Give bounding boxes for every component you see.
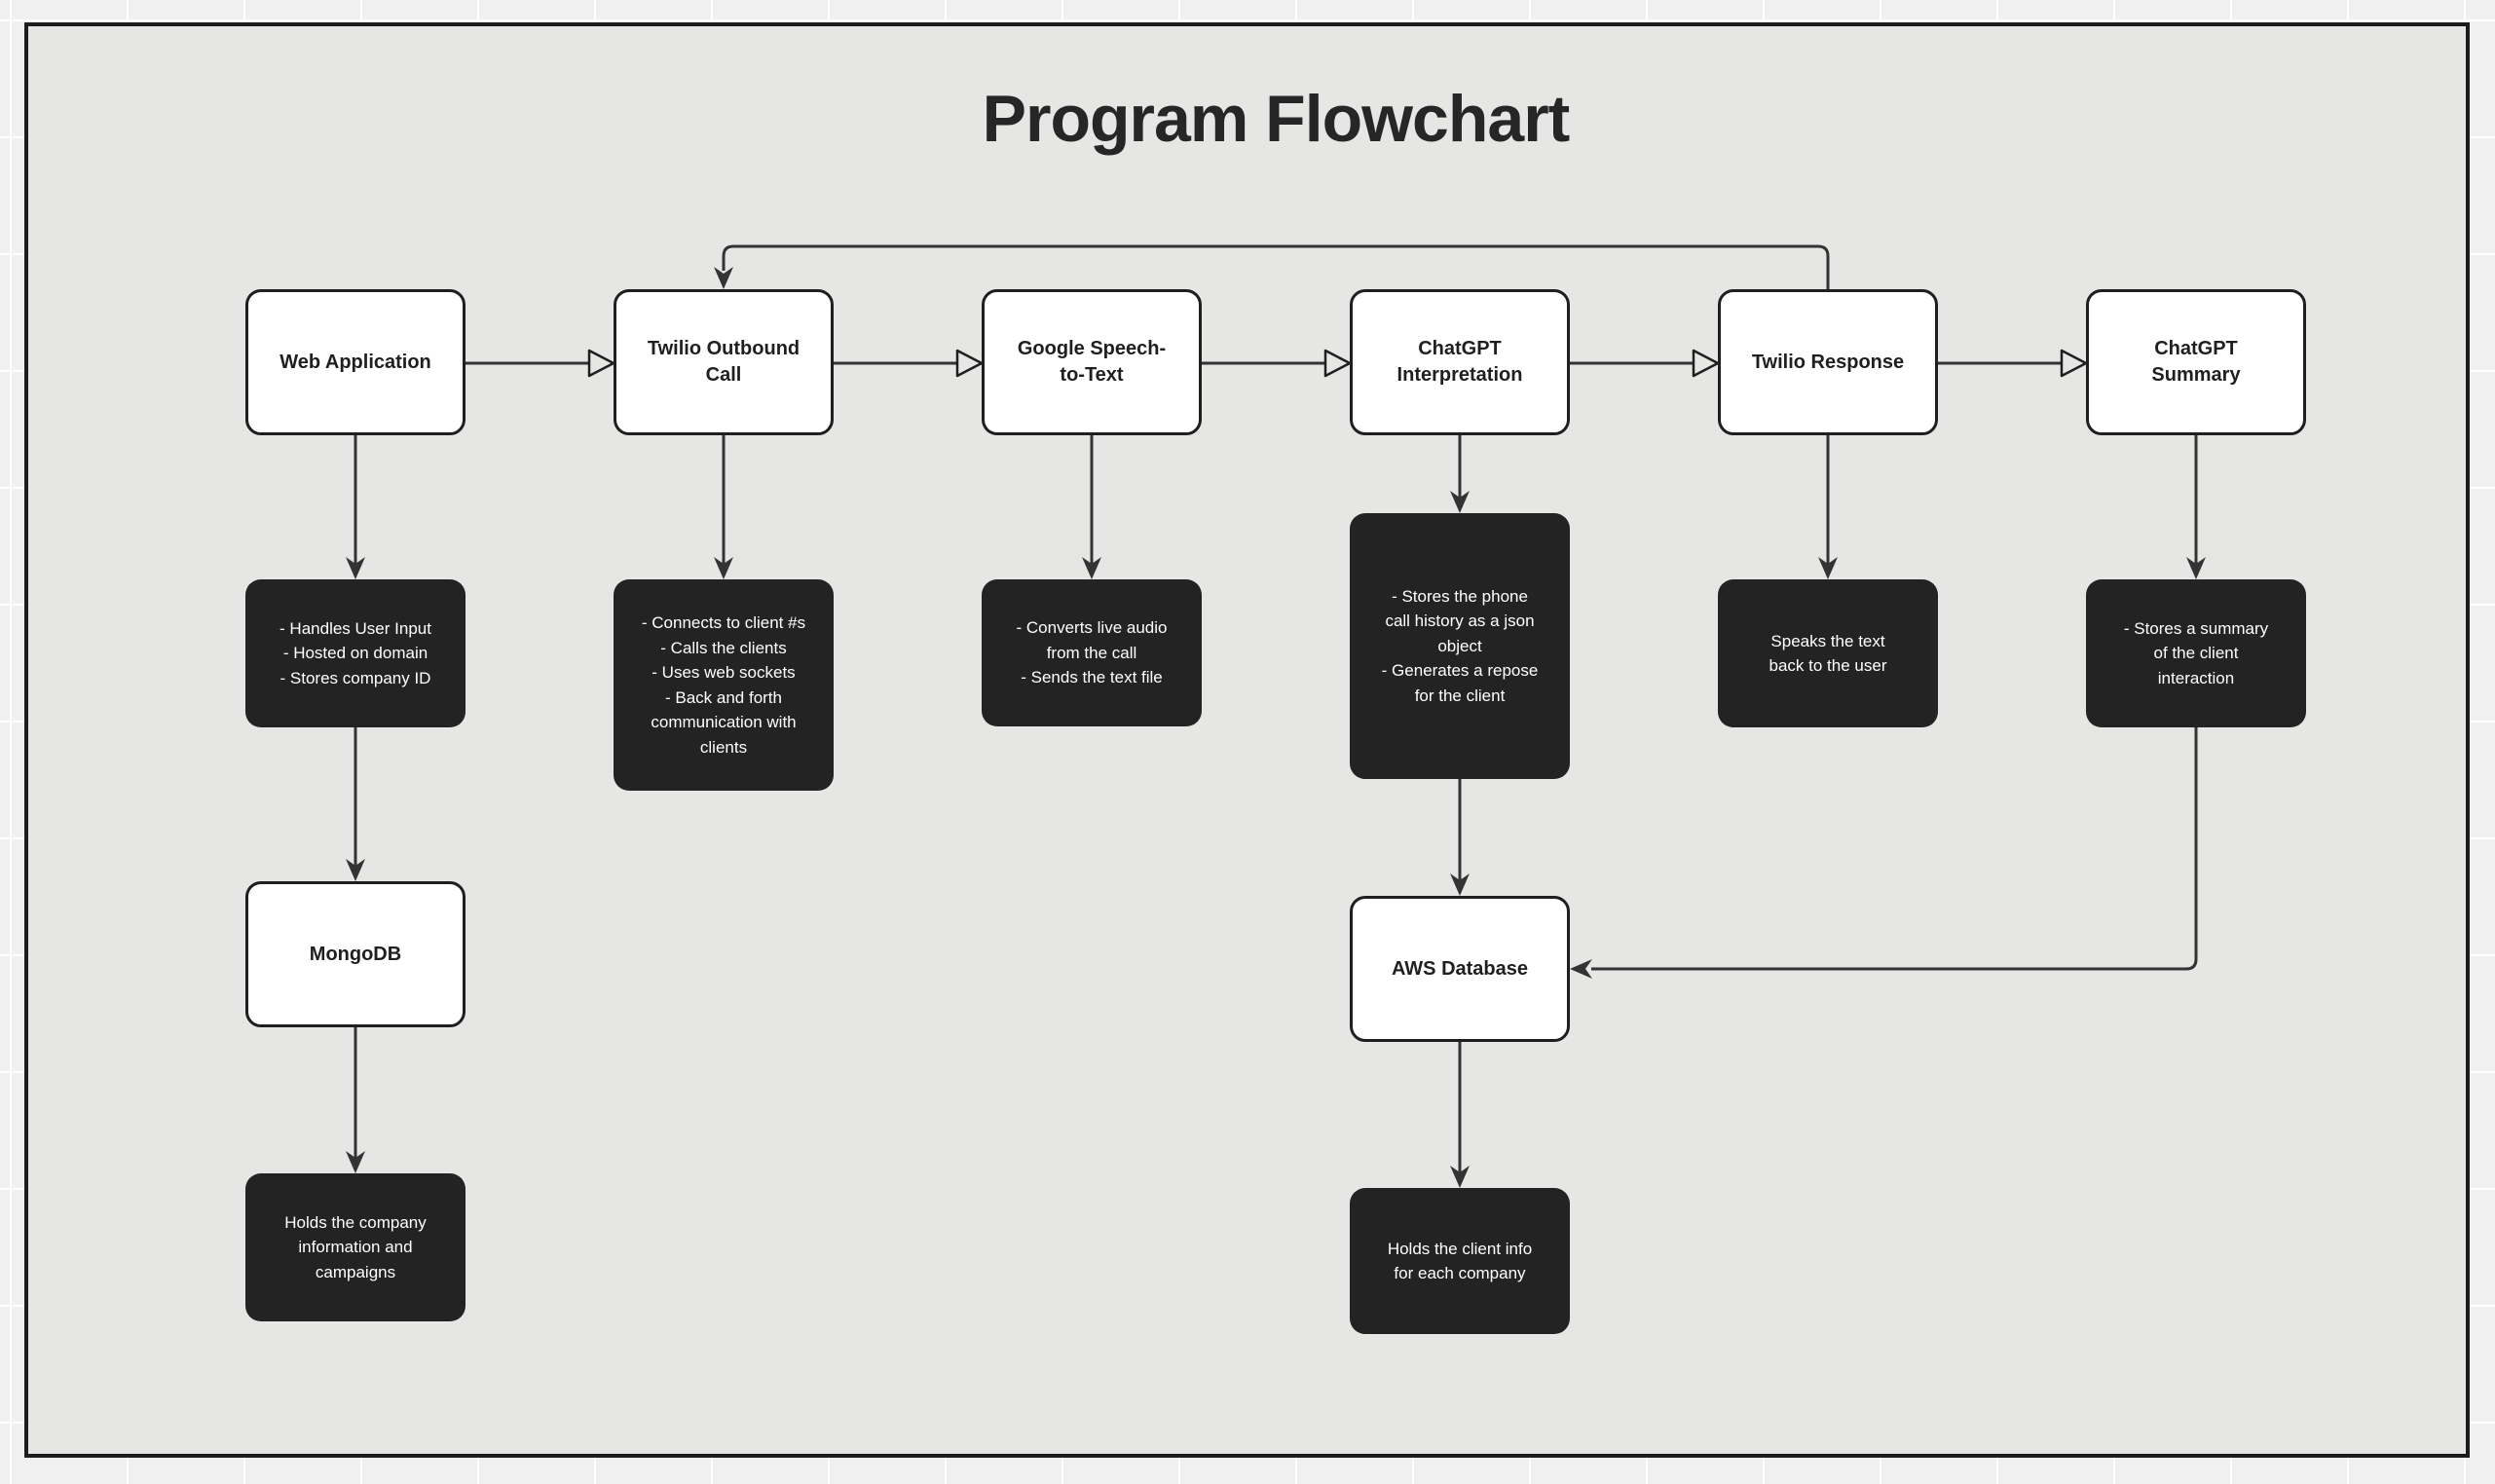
arrowhead-solid xyxy=(346,1151,365,1173)
arrowhead-solid xyxy=(1450,491,1470,513)
arrowhead-hollow xyxy=(587,349,615,378)
arrowhead-hollow xyxy=(955,349,984,378)
arrow-twilioresponse-loop-to-twiliocall xyxy=(722,244,1830,289)
page-title: Program Flowchart xyxy=(982,82,1571,156)
arrowhead-solid xyxy=(1450,1166,1470,1188)
arrowhead-solid xyxy=(714,267,733,289)
arrowhead-hollow xyxy=(1323,349,1352,378)
arrowhead-solid xyxy=(714,557,733,579)
node-twilio-response[interactable]: Twilio Response xyxy=(1718,289,1938,435)
arrowhead-hollow xyxy=(1692,349,1720,378)
arrowhead-solid xyxy=(346,557,365,579)
arrowhead-solid xyxy=(1570,959,1592,979)
arrowhead-solid xyxy=(2186,557,2206,579)
arrowhead-solid xyxy=(1082,557,1101,579)
node-twilio-outbound-call-notes[interactable]: - Connects to client #s- Calls the clien… xyxy=(614,579,834,791)
node-aws-database[interactable]: AWS Database xyxy=(1350,896,1570,1042)
node-mongodb[interactable]: MongoDB xyxy=(245,881,465,1027)
arrowhead-solid xyxy=(346,859,365,881)
node-web-application-notes[interactable]: - Handles User Input- Hosted on domain- … xyxy=(245,579,465,727)
arrow-summarynotes-to-aws xyxy=(1591,727,2198,971)
arrowhead-hollow xyxy=(2060,349,2088,378)
arrowhead-solid xyxy=(1818,557,1838,579)
node-web-application[interactable]: Web Application xyxy=(245,289,465,435)
arrowhead-solid xyxy=(1450,873,1470,896)
node-google-speech-to-text[interactable]: Google Speech-to-Text xyxy=(982,289,1202,435)
